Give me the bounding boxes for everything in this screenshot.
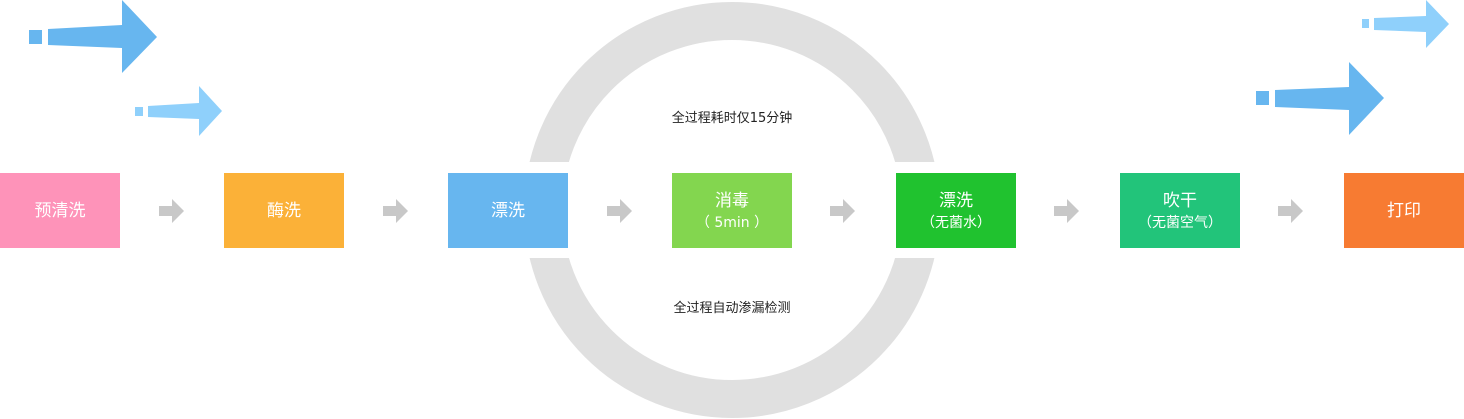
arrow-right-icon [1278, 199, 1303, 223]
small-arrow-icon [135, 86, 222, 136]
step-sterile-rinse: 漂洗（无菌水） [896, 173, 1016, 248]
arrow-right-icon [159, 199, 184, 223]
step-print: 打印 [1344, 173, 1464, 248]
step-preclean: 预清洗 [0, 173, 120, 248]
step-dry: 吹干（无菌空气） [1120, 173, 1240, 248]
arrow-right-icon [607, 199, 632, 223]
step-disinfect: 消毒（ 5min ） [672, 173, 792, 248]
big-arrow-icon [1256, 62, 1384, 135]
step-enzyme-wash: 酶洗 [224, 173, 344, 248]
arrow-right-icon [383, 199, 408, 223]
arrow-right-icon [830, 199, 855, 223]
ring-note-bottom: 全过程自动渗漏检测 [673, 301, 791, 316]
arrow-right-icon [1054, 199, 1079, 223]
big-arrow-icon [29, 0, 157, 73]
step-rinse: 漂洗 [448, 173, 568, 248]
ring-note-top: 全过程耗时仅15分钟 [671, 111, 793, 126]
small-arrow-icon [1362, 0, 1449, 48]
